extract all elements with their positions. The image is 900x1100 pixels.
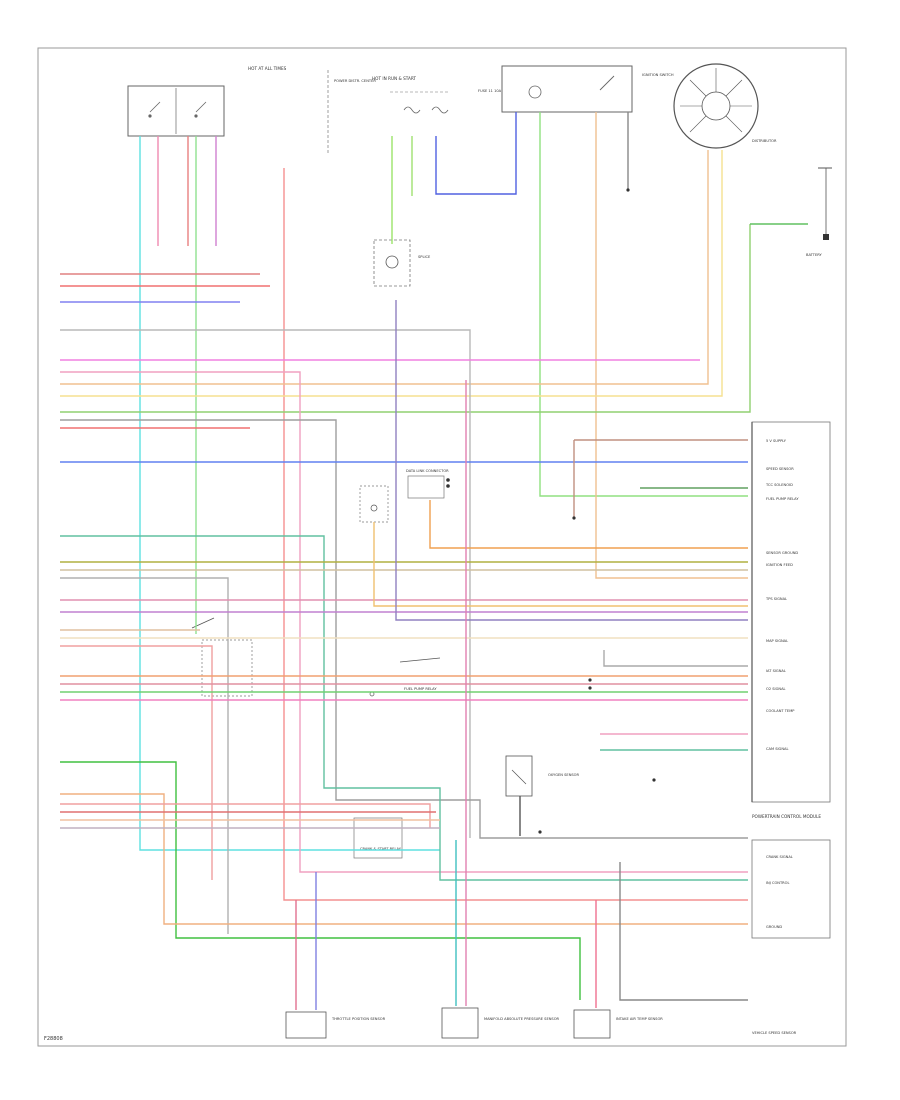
fuel-pump-relay-label: FUEL PUMP RELAY xyxy=(404,687,437,691)
pcm-connector-upper xyxy=(751,421,831,803)
battery-symbol xyxy=(818,167,832,240)
wire xyxy=(539,112,748,497)
oxygen-sensor-label: OXYGEN SENSOR xyxy=(548,773,579,777)
map-sensor-label: MANIFOLD ABSOLUTE PRESSURE SENSOR xyxy=(484,1017,560,1021)
splice-component xyxy=(373,239,411,287)
tps-label: THROTTLE POSITION SENSOR xyxy=(331,1017,386,1021)
pcm-connector-lower xyxy=(751,839,831,939)
wire xyxy=(60,535,748,881)
wire xyxy=(60,150,709,385)
pcm-pin-label: FUEL PUMP RELAY xyxy=(766,497,799,501)
wire xyxy=(429,500,748,549)
pcm-pin-label: GROUND xyxy=(766,925,782,929)
pcm-pin-label: INJ CONTROL xyxy=(766,881,790,885)
pcm-pin-label: TCC SOLENOID xyxy=(765,483,793,487)
connector-dots xyxy=(446,188,656,834)
wire-group xyxy=(60,112,808,1010)
wire xyxy=(395,300,748,621)
dlc-label: DATA LINK CONNECTOR xyxy=(406,469,449,473)
pcm-pin-label: TPS SIGNAL xyxy=(765,597,787,601)
map-sensor xyxy=(441,1007,479,1039)
pcm-pin-label: IGNITION FEED xyxy=(766,563,793,567)
pcm-pin-label: SPEED SENSOR xyxy=(766,467,794,471)
diagram-frame xyxy=(37,47,847,1047)
pcm-pin-label: MAP SIGNAL xyxy=(766,639,788,643)
pcm-pin-label: COOLANT TEMP xyxy=(766,709,795,713)
wire xyxy=(603,650,748,667)
hot-at-all-times-label: HOT AT ALL TIMES xyxy=(248,66,287,71)
iat-sensor xyxy=(573,1009,611,1039)
data-link-connector xyxy=(407,475,450,499)
pcm-pin-label: O2 SIGNAL xyxy=(766,687,786,691)
power-distribution-label: POWER DISTR. CENTER xyxy=(334,79,376,83)
battery-label: BATTERY xyxy=(806,253,823,257)
pcm-label: POWERTRAIN CONTROL MODULE xyxy=(752,814,821,819)
wire xyxy=(60,224,751,413)
pcm-pin-label: CRANK SIGNAL xyxy=(766,855,793,859)
fuse-label: FUSE 11 10A xyxy=(478,89,502,93)
pcm-pin-label: SENSOR GROUND xyxy=(766,551,798,555)
footer-code: F28808 xyxy=(44,1036,63,1042)
wire xyxy=(619,862,748,1001)
iat-sensor-label: INTAKE AIR TEMP SENSOR xyxy=(616,1017,663,1021)
wire xyxy=(60,645,213,880)
wire xyxy=(60,803,431,828)
pcm-pin-labels: 5 V SUPPLY SPEED SENSOR TCC SOLENOID FUE… xyxy=(765,439,799,929)
relay-component xyxy=(359,485,389,523)
wire xyxy=(595,112,748,579)
wire xyxy=(435,112,517,195)
crank-start-relay xyxy=(353,817,403,859)
pcm-pin-label: IAT SIGNAL xyxy=(766,669,786,673)
crank-start-relay-label: CRANK & START RELAY xyxy=(360,847,402,851)
wire xyxy=(139,136,440,851)
pcm-pin-label: CAM SIGNAL xyxy=(766,747,789,751)
pcm-pin-label: 5 V SUPPLY xyxy=(766,439,787,443)
distributor-label: DISTRIBUTOR xyxy=(752,139,777,143)
vehicle-speed-sensor-label: VEHICLE SPEED SENSOR xyxy=(752,1031,797,1035)
power-distribution-center xyxy=(127,70,329,155)
splice-label: SPLICE xyxy=(418,255,431,259)
wire xyxy=(60,419,748,839)
distributor xyxy=(673,63,759,149)
throttle-position-sensor xyxy=(285,1011,327,1039)
wire xyxy=(60,329,471,838)
wire xyxy=(60,761,581,1000)
hot-in-run-start-label: HOT IN RUN & START xyxy=(372,76,416,81)
ignition-switch-label: IGNITION SWITCH xyxy=(642,73,674,77)
wire xyxy=(60,150,723,397)
ignition-switch xyxy=(501,65,633,113)
fuse-block-2 xyxy=(390,91,450,114)
wire xyxy=(60,793,748,925)
wire xyxy=(283,168,748,901)
wire xyxy=(373,522,748,607)
oxygen-sensor xyxy=(505,755,533,797)
wire xyxy=(60,577,229,934)
wire xyxy=(60,371,748,873)
